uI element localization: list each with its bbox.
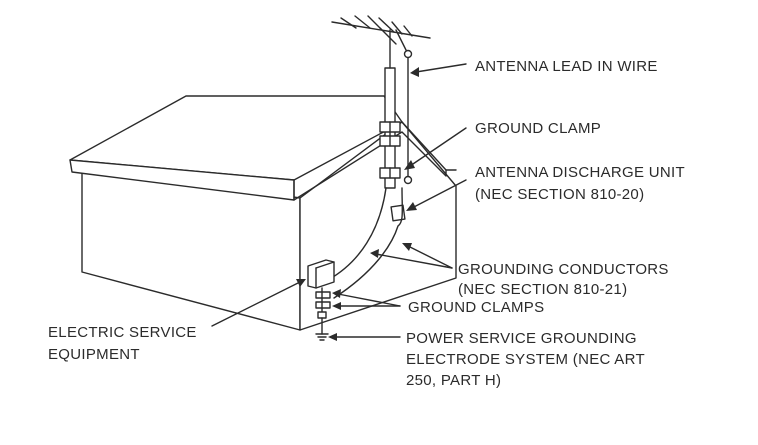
label-antenna-discharge-unit: ANTENNA DISCHARGE UNIT xyxy=(475,164,685,181)
label-power-service-2: ELECTRODE SYSTEM (NEC ART xyxy=(406,351,645,368)
label-antenna-lead-in-wire: ANTENNA LEAD IN WIRE xyxy=(475,58,658,75)
label-grounding-conductors: GROUNDING CONDUCTORS xyxy=(458,261,669,278)
label-nec-810-20: (NEC SECTION 810-20) xyxy=(475,186,644,203)
label-ground-clamps: GROUND CLAMPS xyxy=(408,299,544,316)
label-nec-810-21: (NEC SECTION 810-21) xyxy=(458,281,627,298)
antenna xyxy=(331,15,431,189)
label-ground-clamp: GROUND CLAMP xyxy=(475,120,601,137)
grounding-conductors xyxy=(327,187,404,299)
electric-service-box xyxy=(307,259,335,289)
leader-lines xyxy=(211,63,467,341)
label-power-service-3: 250, PART H) xyxy=(406,372,501,389)
labels: ANTENNA LEAD IN WIRE GROUND CLAMP ANTENN… xyxy=(48,58,685,389)
ground-clamps-group xyxy=(315,287,331,319)
label-electric-service-2: EQUIPMENT xyxy=(48,346,140,363)
house-gable-edge xyxy=(293,121,447,201)
label-electric-service-1: ELECTRIC SERVICE xyxy=(48,324,197,341)
house xyxy=(69,95,457,331)
ground-electrode-symbol xyxy=(315,317,329,341)
label-power-service-1: POWER SERVICE GROUNDING xyxy=(406,330,637,347)
